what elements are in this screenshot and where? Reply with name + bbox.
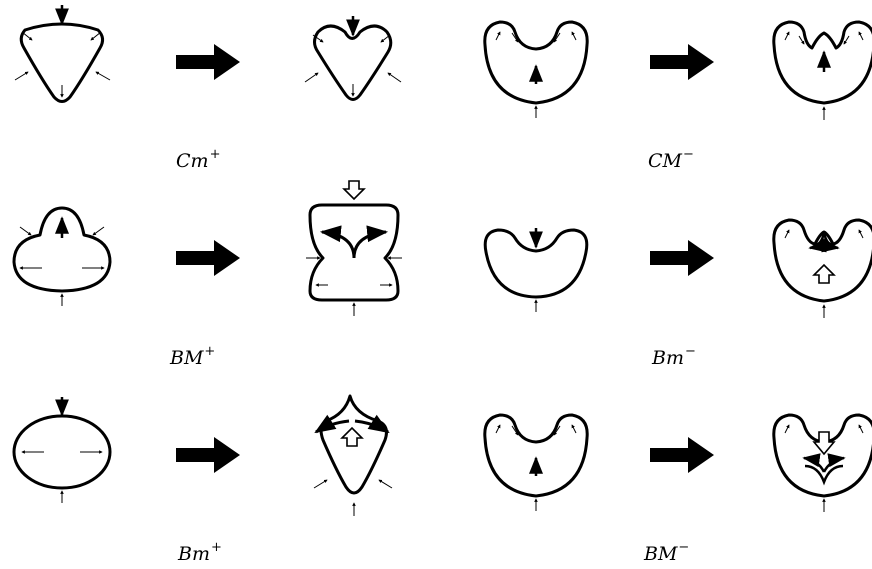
inward-arrow-icon [511,32,519,43]
transition-arrow-icon [176,240,240,276]
inward-arrow-icon [553,32,561,43]
inward-arrow-icon [304,72,319,83]
outward-arrow-icon [821,231,840,253]
inward-arrow-icon [312,34,324,43]
inward-arrow-icon [511,425,519,436]
inward-arrow-icon [378,479,393,489]
label-row3-right: BM− [644,540,690,565]
inward-arrow-icon [784,31,790,41]
hollow-arrow-icon [340,426,364,447]
shape-ellipse [12,397,112,503]
label-row2-right: Bm− [652,344,696,369]
hollow-arrow-icon [812,431,836,456]
transition-arrow-icon [176,437,240,473]
inward-arrow-icon [380,34,391,43]
inward-arrow-icon [858,424,864,434]
inward-arrow-icon [858,229,864,239]
label-row3-left: Bm+ [178,540,222,565]
shape-c-kidney [483,20,589,118]
inward-arrow-icon [14,71,29,81]
inward-arrow-icon [313,479,328,489]
hollow-arrow-icon [812,263,836,284]
shape-rounded-triangle [14,5,111,103]
outward-arrow-icon [314,414,350,434]
inward-arrow-icon [92,226,105,236]
inward-arrow-icon [19,226,32,236]
inward-arrow-icon [571,424,577,434]
inward-arrow-icon [571,31,577,41]
label-row1-right: CM− [648,147,694,172]
shape-kidney [483,228,589,312]
shape-bulb [12,206,112,306]
inward-arrow-icon [95,71,111,81]
inward-arrow-icon [843,35,850,45]
outward-arrow-icon [822,453,846,473]
shape-pinched-box [306,180,402,316]
outward-arrow-icon [802,453,826,473]
inward-arrow-icon [21,31,33,41]
inward-arrow-icon [495,31,501,41]
transition-arrow-icon [650,44,714,80]
outward-arrow-icon [354,414,390,434]
label-row2-left: BM+ [170,344,216,369]
inward-arrow-icon [798,35,805,45]
inward-arrow-icon [387,72,402,83]
shape-c-kidney [483,413,589,511]
inward-arrow-icon [784,229,790,239]
outward-arrow-icon [319,225,356,259]
inward-arrow-icon [90,31,102,41]
inward-arrow-icon [784,424,790,434]
shape-c-kidney-split [772,218,872,318]
shape-c-kidney-bump [772,20,872,120]
shape-spiked-triangle [313,394,393,516]
label-row1-left: Cm+ [176,147,221,172]
transition-arrow-icon [176,44,240,80]
transition-arrow-icon [650,437,714,473]
shape-c-kidney-inner-spike [772,413,872,512]
shape-dimpled-triangle [304,16,402,101]
inward-arrow-icon [858,31,864,41]
outward-arrow-icon [352,225,389,259]
hollow-arrow-icon [342,180,366,201]
inward-arrow-icon [495,424,501,434]
inward-arrow-icon [553,425,561,436]
transition-arrow-icon [650,240,714,276]
